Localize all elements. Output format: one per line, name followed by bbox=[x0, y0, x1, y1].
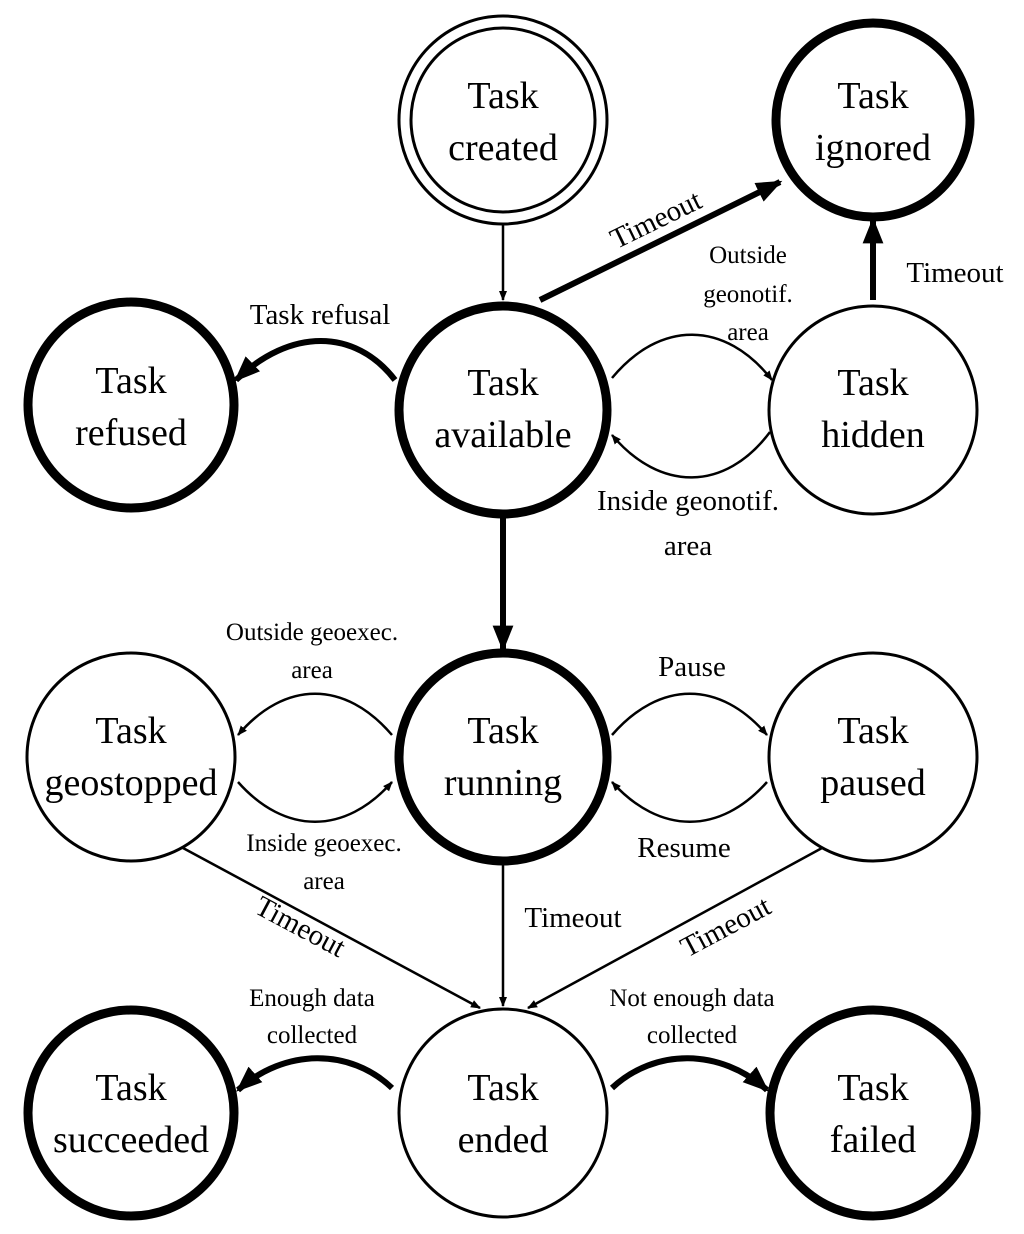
node-label-line2: created bbox=[448, 127, 558, 169]
edge-label-inside-geoexec-2: area bbox=[303, 868, 345, 895]
node-task-hidden: Task hidden bbox=[767, 304, 979, 516]
edge-geostopped-to-ended bbox=[182, 846, 481, 1010]
node-label-line1: Task bbox=[837, 1067, 908, 1109]
edge-label-not-enough-data-1: Not enough data bbox=[609, 985, 774, 1012]
node-task-created: Task created bbox=[397, 14, 609, 226]
edge-label-resume: Resume bbox=[637, 832, 730, 864]
edge-label-inside-geonotif-1: Inside geonotif. bbox=[597, 485, 779, 517]
node-task-paused: Task paused bbox=[767, 651, 979, 863]
edge-label-timeout: Timeout bbox=[524, 902, 621, 934]
node-label-line2: succeeded bbox=[53, 1119, 209, 1161]
node-label-line1: Task bbox=[837, 710, 908, 752]
edge-running-to-geostopped bbox=[237, 692, 393, 736]
edge-label-task-refusal: Task refusal bbox=[250, 299, 391, 331]
edge-label-enough-data-1: Enough data bbox=[249, 985, 375, 1012]
node-label-line2: ignored bbox=[815, 127, 931, 169]
node-label-line1: Task bbox=[95, 1067, 166, 1109]
edge-running-to-paused bbox=[611, 692, 768, 736]
node-task-running: Task running bbox=[394, 648, 612, 866]
edge-paused-to-ended bbox=[527, 846, 823, 1010]
node-task-geostopped: Task geostopped bbox=[25, 651, 237, 863]
edge-available-to-hidden bbox=[611, 333, 773, 381]
edge-label-outside-geonotif-1: Outside bbox=[709, 242, 787, 269]
edge-label-outside-geoexec-1: Outside geoexec. bbox=[226, 619, 398, 646]
node-label-line1: Task bbox=[467, 1067, 538, 1109]
node-label-line1: Task bbox=[837, 362, 908, 404]
edge-paused-to-running bbox=[611, 781, 768, 823]
node-label-line1: Task bbox=[467, 75, 538, 117]
edge-ended-to-succeeded bbox=[236, 1055, 395, 1093]
edge-label-inside-geoexec-1: Inside geoexec. bbox=[246, 830, 401, 857]
node-label-line2: hidden bbox=[821, 414, 924, 456]
edge-label-not-enough-data-2: collected bbox=[647, 1022, 738, 1049]
edge-label-outside-geonotif-3: area bbox=[727, 319, 769, 346]
node-task-available: Task available bbox=[394, 301, 612, 519]
edge-label-enough-data-2: collected bbox=[267, 1022, 358, 1049]
node-label-line2: paused bbox=[820, 762, 926, 804]
edge-label-outside-geoexec-2: area bbox=[291, 657, 333, 684]
node-task-failed: Task failed bbox=[765, 1005, 981, 1221]
node-label-line2: running bbox=[444, 762, 562, 804]
node-task-ignored: Task ignored bbox=[771, 18, 975, 222]
node-task-succeeded: Task succeeded bbox=[23, 1005, 239, 1221]
node-task-refused: Task refused bbox=[23, 297, 239, 513]
node-label-line1: Task bbox=[837, 75, 908, 117]
node-label-line1: Task bbox=[95, 360, 166, 402]
edge-label-inside-geonotif-2: area bbox=[664, 530, 712, 562]
edge-available-to-ignored bbox=[538, 179, 783, 303]
node-label-line2: ended bbox=[458, 1119, 549, 1161]
node-label-line1: Task bbox=[95, 710, 166, 752]
node-label-line1: Task bbox=[467, 362, 538, 404]
edge-ended-to-failed bbox=[609, 1055, 769, 1093]
edge-available-to-refused bbox=[233, 338, 398, 383]
edge-label-timeout: Timeout bbox=[250, 890, 351, 964]
node-label-line1: Task bbox=[467, 710, 538, 752]
edge-label-timeout: Timeout bbox=[906, 257, 1003, 289]
node-label-line2: available bbox=[434, 414, 571, 456]
edge-label-pause: Pause bbox=[658, 651, 726, 683]
edge-geostopped-to-running bbox=[237, 781, 393, 823]
edge-hidden-to-available bbox=[611, 431, 771, 479]
node-label-line2: refused bbox=[75, 412, 187, 454]
edge-label-outside-geonotif-2: geonotif. bbox=[703, 281, 793, 308]
node-label-line2: failed bbox=[830, 1119, 917, 1161]
node-label-line2: geostopped bbox=[44, 762, 217, 804]
node-task-ended: Task ended bbox=[397, 1007, 609, 1219]
